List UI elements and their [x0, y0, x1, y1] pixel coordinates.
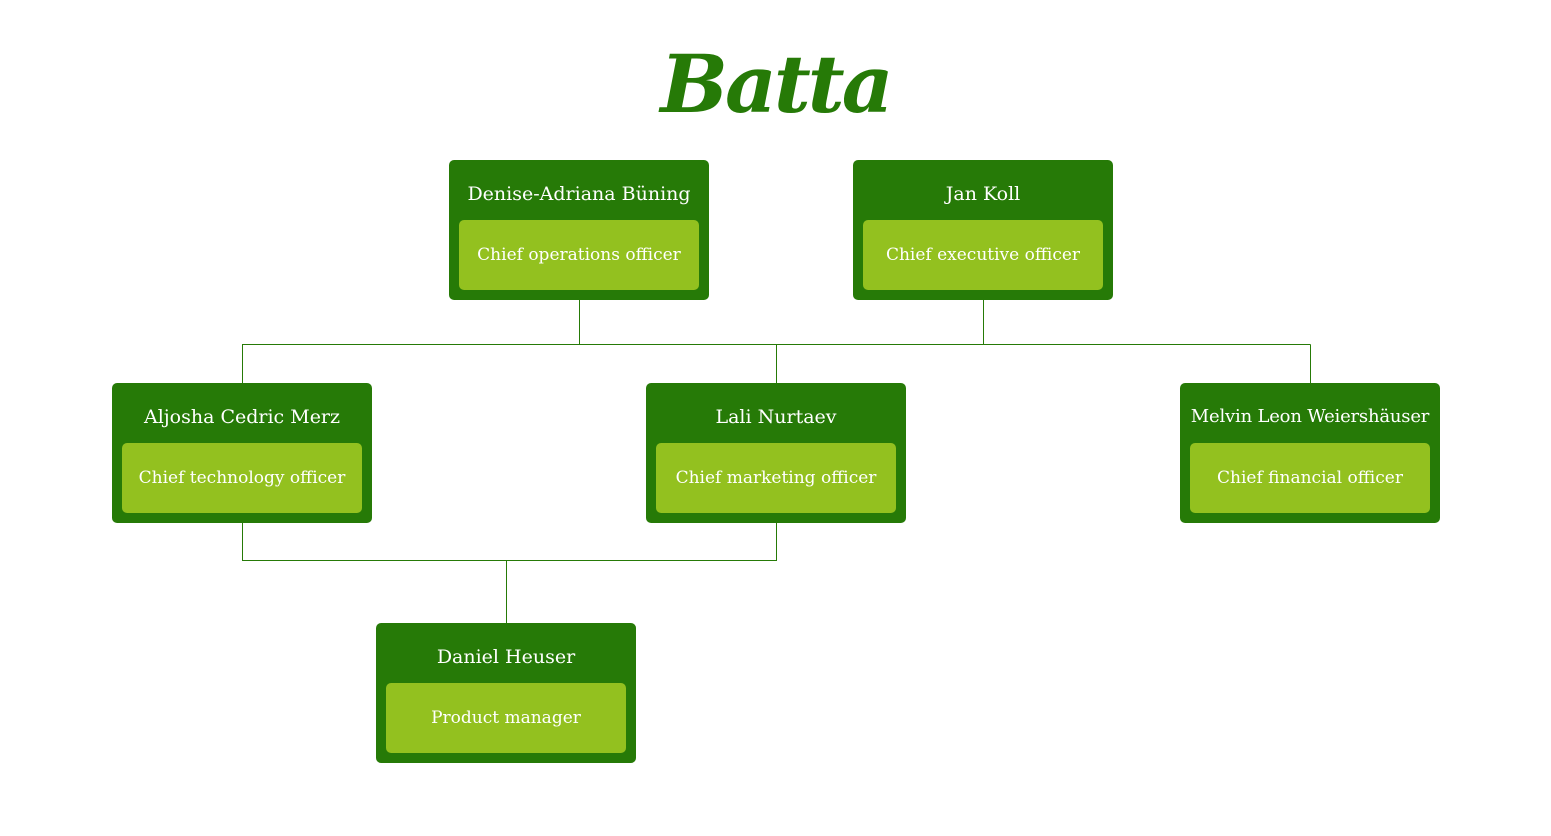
org-node-lali-nurtaev[interactable]: Lali Nurtaev Chief marketing officer [646, 383, 906, 523]
company-logo: Batta [660, 37, 893, 131]
node-name: Melvin Leon Weiershäuser [1190, 406, 1430, 427]
node-role: Chief marketing officer [656, 443, 896, 513]
node-role: Chief executive officer [863, 220, 1103, 290]
org-node-denise-adriana-buning[interactable]: Denise-Adriana Büning Chief operations o… [449, 160, 709, 300]
node-name: Denise-Adriana Büning [467, 183, 691, 205]
node-role: Product manager [386, 683, 626, 753]
org-node-melvin-leon-weiershauser[interactable]: Melvin Leon Weiershäuser Chief financial… [1180, 383, 1440, 523]
node-name: Lali Nurtaev [715, 406, 837, 428]
org-node-daniel-heuser[interactable]: Daniel Heuser Product manager [376, 623, 636, 763]
node-name: Daniel Heuser [436, 646, 576, 668]
org-node-aljosha-cedric-merz[interactable]: Aljosha Cedric Merz Chief technology off… [112, 383, 372, 523]
node-name: Jan Koll [945, 183, 1021, 205]
org-node-jan-koll[interactable]: Jan Koll Chief executive officer [853, 160, 1113, 300]
node-role: Chief operations officer [459, 220, 699, 290]
node-name: Aljosha Cedric Merz [143, 406, 341, 428]
node-role: Chief technology officer [122, 443, 362, 513]
node-role: Chief financial officer [1190, 443, 1430, 513]
